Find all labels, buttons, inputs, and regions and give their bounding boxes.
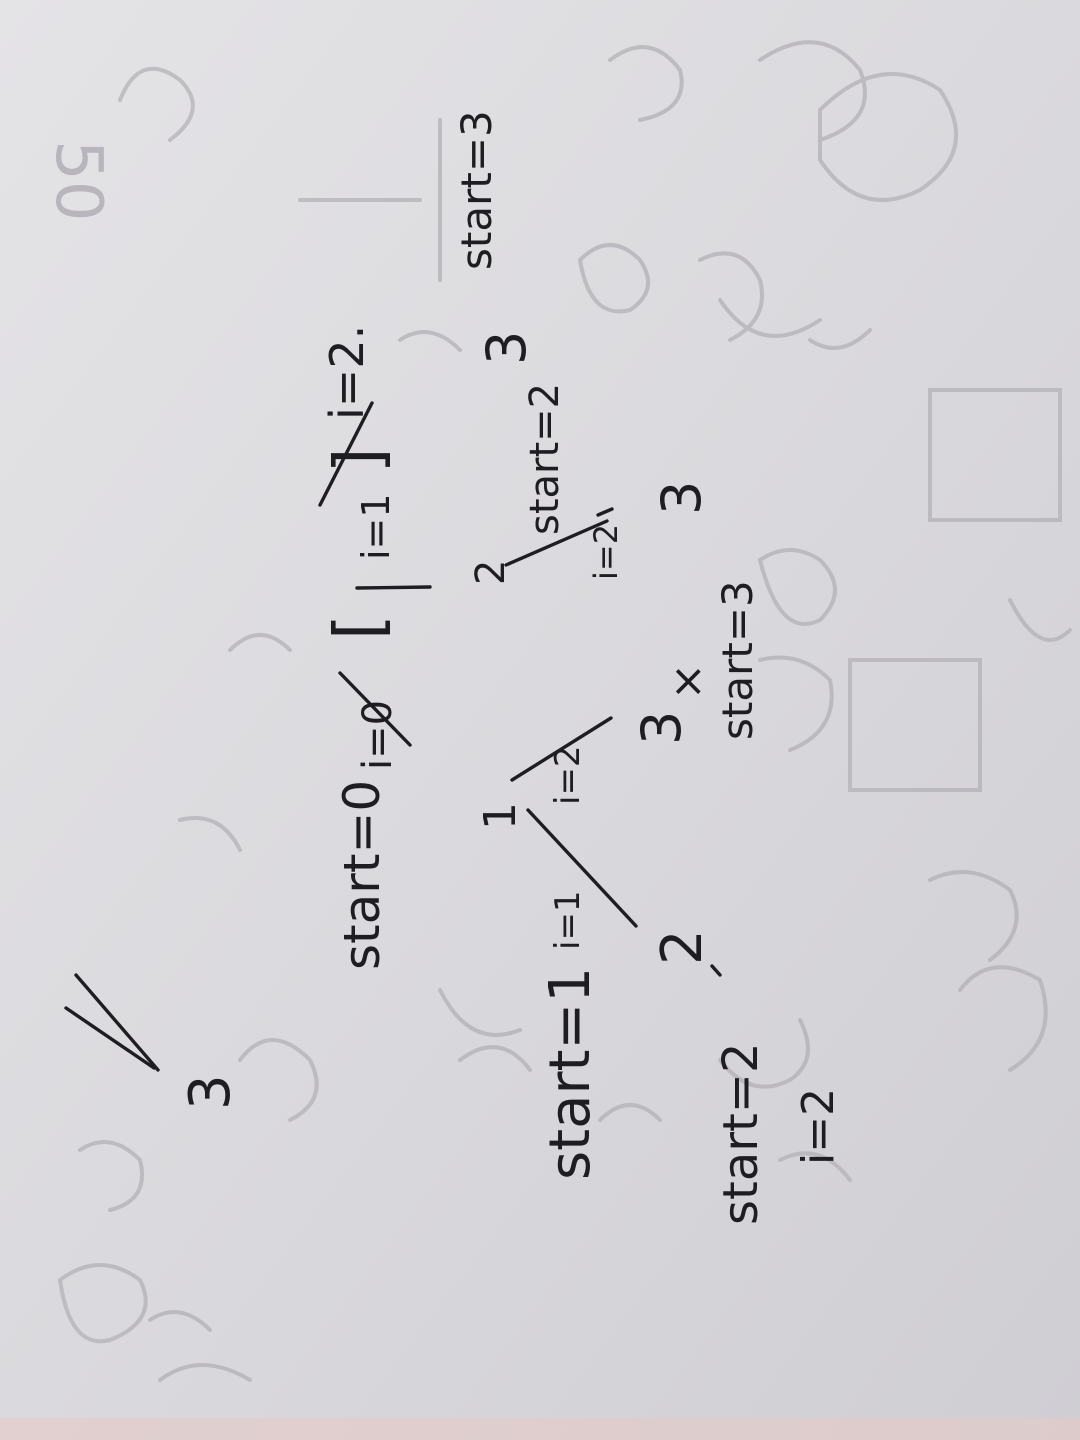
edge-root-to-3	[318, 401, 374, 507]
faint-stroke	[78, 1140, 144, 1212]
faint-stroke	[958, 965, 1048, 1072]
faint-stroke	[228, 633, 292, 652]
edge-root-to-1	[338, 671, 412, 747]
faint-stroke	[398, 330, 462, 352]
faint-stroke	[458, 1045, 532, 1072]
faint-stroke	[718, 1018, 810, 1089]
edge-2-to-3-middle	[504, 519, 609, 567]
faint-stroke	[438, 988, 522, 1037]
faint-stroke	[158, 1363, 252, 1382]
faint-stroke	[1008, 598, 1072, 642]
faint-stroke	[758, 655, 834, 752]
edge-lower-left	[74, 964, 722, 1072]
faint-stroke	[598, 1103, 662, 1122]
faint-stroke	[848, 658, 982, 792]
edge-2-to-3-left	[64, 1006, 156, 1070]
faint-stroke	[758, 40, 867, 142]
faint-stroke	[118, 66, 195, 142]
faint-stroke	[928, 388, 1062, 522]
faint-stroke	[718, 298, 822, 338]
tree-edges	[64, 401, 722, 1072]
faint-stroke	[758, 548, 837, 626]
edge-strike	[596, 507, 614, 517]
paper-bottom-edge	[0, 1418, 1080, 1440]
faint-stroke	[578, 243, 650, 314]
faint-stroke	[238, 1038, 319, 1122]
faint-stroke	[928, 870, 1019, 962]
edge-root-to-2	[355, 585, 432, 590]
faint-stroke	[698, 251, 764, 342]
edge-1-to-3	[510, 716, 613, 782]
edge-1-to-2	[526, 808, 638, 928]
faint-stroke	[818, 72, 958, 202]
faint-stroke	[608, 45, 684, 122]
faint-stroke	[808, 328, 872, 350]
bleed-through-marks	[58, 40, 1072, 1382]
faint-stroke	[178, 816, 242, 852]
faint-stroke	[778, 1151, 852, 1182]
faint-stroke	[58, 1263, 148, 1344]
faint-stroke	[148, 1310, 212, 1332]
